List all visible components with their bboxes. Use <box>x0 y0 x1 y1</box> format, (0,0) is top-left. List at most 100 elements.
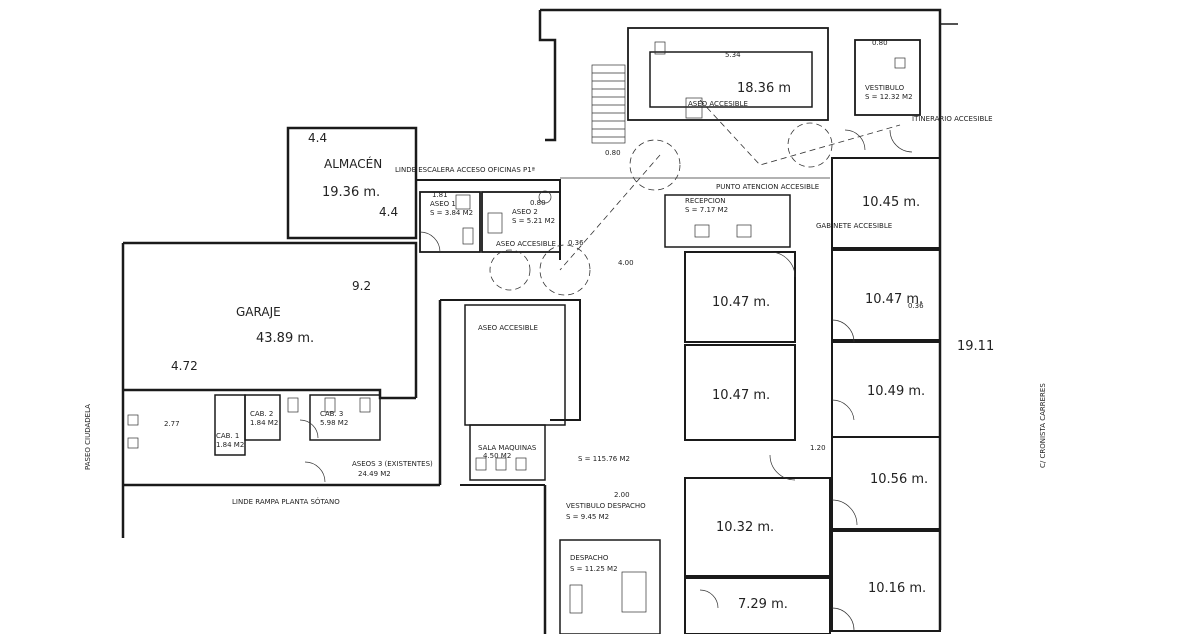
office-r4 <box>831 436 941 530</box>
aseo1-name: ASEO 1 <box>430 200 456 208</box>
top-office-area: 18.36 m <box>737 81 791 96</box>
aseo1-area: S = 3.84 M2 <box>430 209 473 217</box>
office-area-r5: 10.16 m. <box>868 581 926 596</box>
cab1-name: CAB. 1 <box>216 432 239 440</box>
almacen-name: ALMACÉN <box>324 156 382 171</box>
recepcion-name: RECEPCION <box>685 197 726 205</box>
dim-label: 0.36 <box>568 239 584 247</box>
turning-circle-4 <box>539 244 591 296</box>
room-aseo1 <box>419 191 481 253</box>
room-cab2 <box>244 394 281 441</box>
machine-icon-2 <box>495 457 507 471</box>
garaje-dim-side: 4.72 <box>171 359 198 373</box>
cronista-dim: 19.11 <box>957 339 994 354</box>
wall-almacen <box>286 126 418 240</box>
aseo-accesible-central-label: ASEO ACCESIBLE <box>478 324 538 332</box>
aseos3-name: ASEOS 3 (EXISTENTES) <box>352 460 433 468</box>
desk-icon-2 <box>736 224 752 238</box>
room-top-office <box>627 27 829 121</box>
office-area-r1: 10.45 m. <box>862 195 920 210</box>
mid-offices <box>684 251 831 634</box>
cab3-area: 5.98 M2 <box>320 419 348 427</box>
punto-atencion-label: PUNTO ATENCION ACCESIBLE <box>716 183 819 191</box>
dim-label: 5.34 <box>725 51 741 59</box>
person-icon <box>654 41 666 55</box>
toilet-icon-cab3a <box>324 397 336 413</box>
desk-icon-1 <box>694 224 710 238</box>
dim-label: 2.00 <box>614 491 630 499</box>
chairs-icon <box>569 584 583 614</box>
despacho-area: S = 11.25 M2 <box>570 565 618 573</box>
aseo-accesible-label: ASEO ACCESIBLE <box>496 240 556 248</box>
despacho-name: DESPACHO <box>570 554 609 562</box>
wall-aseos-top <box>123 388 416 400</box>
aseo2-area: S = 5.21 M2 <box>512 217 555 225</box>
vestibulo-despacho-name: VESTIBULO DESPACHO <box>566 502 646 510</box>
sink-icon-2 <box>127 437 139 449</box>
turning-circle-3 <box>489 249 531 291</box>
sink-icon-1 <box>127 414 139 426</box>
office-m1 <box>684 251 796 343</box>
dim-label: 4.00 <box>618 259 634 267</box>
wheelchair-icon <box>685 97 703 119</box>
toilet-icon-2 <box>462 227 474 245</box>
dim-label: 2.77 <box>164 420 180 428</box>
office-m4 <box>684 577 831 634</box>
door-swings <box>299 129 913 631</box>
desk-icon-despacho <box>621 571 647 613</box>
corridor-area: S = 115.76 M2 <box>578 455 630 463</box>
wall-central-mid <box>440 299 581 421</box>
column-icon <box>894 57 906 69</box>
dim-label: 1.20 <box>810 444 826 452</box>
aseo-rooms <box>214 191 661 634</box>
vestibulo-despacho-area: S = 9.45 M2 <box>566 513 609 521</box>
sala-maquinas-area: 4.50 M2 <box>483 452 511 460</box>
garaje-dim-top: 9.2 <box>352 279 371 293</box>
machine-icon-1 <box>475 457 487 471</box>
room-cab3 <box>309 394 381 441</box>
garaje-name: GARAJE <box>236 305 281 319</box>
toilet-icon-cab2 <box>287 397 299 413</box>
dim-label: 0.80 <box>605 149 621 157</box>
room-aseo-central <box>464 304 566 426</box>
labels: 4.4 ALMACÉN 19.36 m. 4.4 LINDE ESCALERA … <box>84 39 1047 612</box>
top-rooms <box>560 27 921 248</box>
linde-rampa-label: LINDE RAMPA PLANTA SÓTANO <box>232 497 340 506</box>
aseo2-name: ASEO 2 <box>512 208 538 216</box>
stair <box>591 64 626 144</box>
cab2-name: CAB. 2 <box>250 410 273 418</box>
room-top-inner <box>649 51 813 108</box>
paseo-ciudadela-label: PASEO CIUDADELA <box>84 404 92 470</box>
turning-circle-2 <box>787 122 833 168</box>
toilet-icon <box>455 194 471 210</box>
cab1-area: 1.84 M2 <box>216 441 244 449</box>
vestibulo-name: VESTIBULO <box>865 84 905 92</box>
room-vestibulo <box>854 39 921 116</box>
almacen-dim-bottom: 4.4 <box>379 205 398 219</box>
office-area-r4: 10.56 m. <box>870 472 928 487</box>
cab3-name: CAB. 3 <box>320 410 343 418</box>
office-area-m3: 10.32 m. <box>716 520 774 535</box>
machine-icon-3 <box>515 457 527 471</box>
garaje-area: 43.89 m. <box>256 331 314 346</box>
room-aseo2 <box>481 191 561 253</box>
office-area-r3: 10.49 m. <box>867 384 925 399</box>
office-r2 <box>831 249 941 341</box>
right-offices <box>831 157 941 632</box>
wall-garaje-top <box>123 241 418 398</box>
dim-label: 0.80 <box>530 199 546 207</box>
office-m2 <box>684 344 796 441</box>
aseo-accesible-top-label: ASEO ACCESIBLE <box>688 100 748 108</box>
fixtures <box>127 23 958 614</box>
almacen-dim-top: 4.4 <box>308 131 327 145</box>
office-r1 <box>831 157 941 249</box>
outer-walls <box>121 8 942 634</box>
stair-steps <box>592 72 625 138</box>
route-diagonal <box>559 154 661 271</box>
recepcion-area: S = 7.17 M2 <box>685 206 728 214</box>
office-r5 <box>831 530 941 632</box>
washbasin-icon <box>538 190 552 204</box>
office-area-m1: 10.47 m. <box>712 295 770 310</box>
office-m3 <box>684 477 831 577</box>
